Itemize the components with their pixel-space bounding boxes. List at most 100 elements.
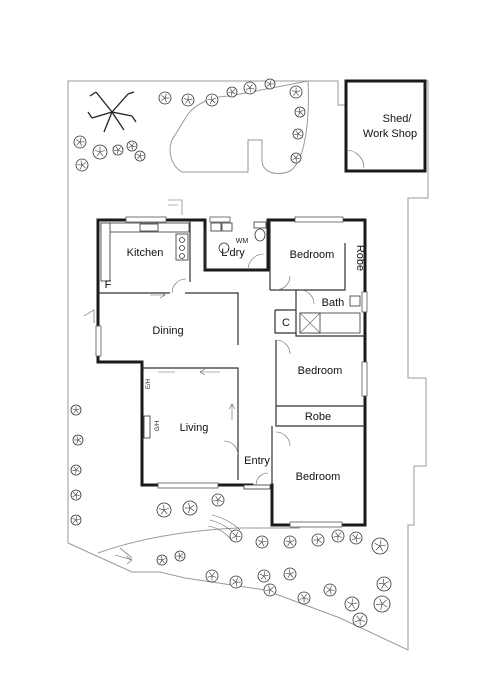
kitchen-sink (139, 223, 159, 232)
wm-label: WM (236, 238, 249, 245)
dining-slider-arrows (150, 291, 166, 299)
shrub (134, 150, 146, 162)
bedroom1-label: Bedroom (290, 249, 335, 261)
living-slider (158, 368, 220, 376)
cupboard-wall (274, 309, 296, 334)
shrub (182, 500, 198, 516)
shed-label-line2: Work Shop (363, 128, 417, 140)
shrub (205, 569, 219, 583)
shrub (229, 529, 243, 543)
front-path-2 (119, 547, 133, 559)
shrub (344, 596, 360, 612)
shrub (72, 434, 84, 446)
shed-label: Shed/ (383, 113, 413, 125)
shrub (331, 529, 345, 543)
shrub (92, 144, 108, 160)
toilet-bowl (254, 228, 266, 242)
eh-label: E/H (146, 379, 152, 389)
shrub (352, 612, 368, 628)
living-door (223, 440, 239, 456)
kitchen-window (125, 216, 167, 223)
shrub (297, 591, 311, 605)
bath-window (361, 291, 368, 313)
shrub (229, 575, 243, 589)
bath-label: Bath (322, 297, 345, 309)
shrub (376, 576, 392, 592)
shrub (181, 93, 195, 107)
washing-machine (218, 242, 230, 254)
dining-living-wall (142, 367, 239, 480)
shrub (294, 106, 306, 118)
dining-label: Dining (152, 325, 183, 337)
entry-door (255, 472, 269, 486)
house-walls (96, 218, 244, 487)
bedroom1-door (275, 275, 291, 291)
shrub (205, 93, 219, 107)
shrub (257, 569, 271, 583)
cooktop-burner-3 (179, 253, 185, 259)
shrub (311, 533, 325, 547)
shrub (75, 158, 89, 172)
shrub (70, 489, 82, 501)
bedroom2-label: Bedroom (298, 365, 343, 377)
front-path (97, 527, 300, 554)
bath-wall (295, 290, 365, 337)
living-label: Living (180, 422, 209, 434)
shrub (211, 493, 225, 507)
shrub (283, 567, 297, 581)
fridge-label: F (105, 279, 112, 291)
bedroom2-door (275, 339, 291, 355)
bedroom1-wall (270, 243, 346, 291)
robe1-label: Robe (354, 245, 366, 271)
shrub (290, 152, 302, 164)
shrub (289, 85, 303, 99)
bedroom3-label: Bedroom (296, 471, 341, 483)
shrub (158, 91, 172, 105)
bedroom2-wall (275, 340, 365, 427)
shrub (126, 140, 138, 152)
shrub (174, 550, 186, 562)
shrub (156, 554, 168, 566)
side-door (168, 199, 183, 215)
shrub (292, 128, 304, 140)
kitchen-label: Kitchen (127, 247, 164, 259)
gh-label: G/H (155, 421, 161, 432)
bath-door (299, 289, 315, 305)
bedroom2-window (361, 361, 368, 397)
shrub (263, 583, 277, 597)
toilet-cistern (253, 221, 267, 229)
laundry-label: L'dry (221, 247, 245, 259)
laundry-window (209, 216, 231, 223)
laundry-tub-2 (221, 222, 233, 232)
shrub (349, 531, 363, 545)
shrub (112, 144, 124, 156)
shrub (70, 464, 82, 476)
bedroom1-window (294, 216, 344, 223)
laundry-wall (204, 220, 271, 290)
living-slider-2 (228, 403, 236, 420)
large-tree (87, 91, 137, 133)
dining-window (95, 325, 102, 357)
bedroom3-door (275, 431, 291, 447)
robe2-label: Robe (305, 411, 331, 423)
cooktop-burner (179, 237, 185, 243)
shed-door (345, 149, 365, 169)
shrub (255, 535, 269, 549)
cooktop-burner-2 (179, 245, 185, 251)
driveway-edge-2 (83, 309, 95, 323)
basin (349, 295, 361, 307)
shrub (371, 537, 389, 555)
living-window (157, 482, 219, 489)
kitchen-bench-side (100, 222, 111, 282)
shed-outline (344, 79, 427, 173)
entry-arrow (114, 554, 133, 565)
shrub (156, 502, 172, 518)
shrub (373, 595, 391, 613)
shrub (70, 404, 82, 416)
laundry-door (247, 253, 265, 271)
house-walls-top (96, 218, 367, 422)
shower-cross (299, 312, 321, 334)
kitchen-door (171, 278, 187, 294)
